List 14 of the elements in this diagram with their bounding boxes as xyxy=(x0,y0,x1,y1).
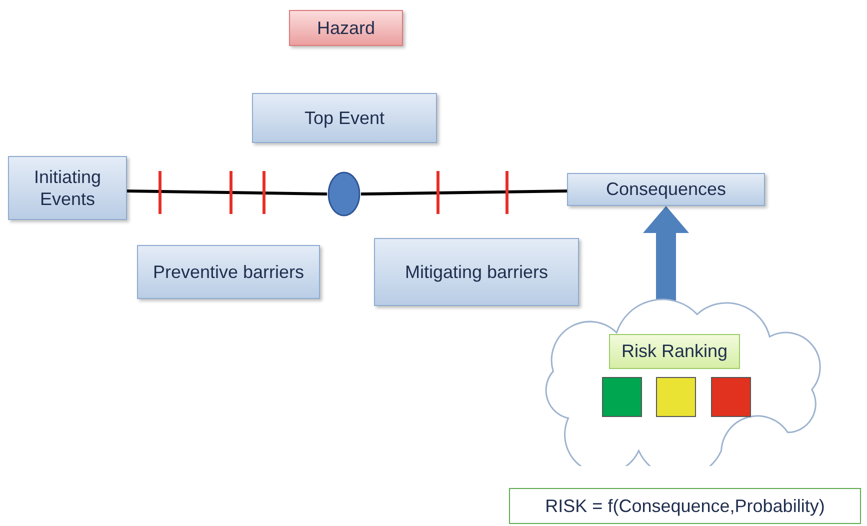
hazard-box: Hazard xyxy=(289,10,403,46)
process-box: Top Event xyxy=(252,93,437,143)
risk-color-square xyxy=(711,377,751,417)
connector-line xyxy=(360,190,568,196)
risk-color-square xyxy=(602,377,642,417)
process-box: Consequences xyxy=(567,173,765,206)
connector-line xyxy=(126,190,328,196)
formula-box: RISK = f(Consequence,Probability) xyxy=(509,488,861,524)
event-circle xyxy=(327,171,361,217)
process-box: Initiating Events xyxy=(8,156,127,220)
label-box: Risk Ranking xyxy=(609,334,740,369)
process-box: Preventive barriers xyxy=(137,245,320,299)
risk-color-square xyxy=(656,377,696,417)
process-box: Mitigating barriers xyxy=(374,238,579,306)
